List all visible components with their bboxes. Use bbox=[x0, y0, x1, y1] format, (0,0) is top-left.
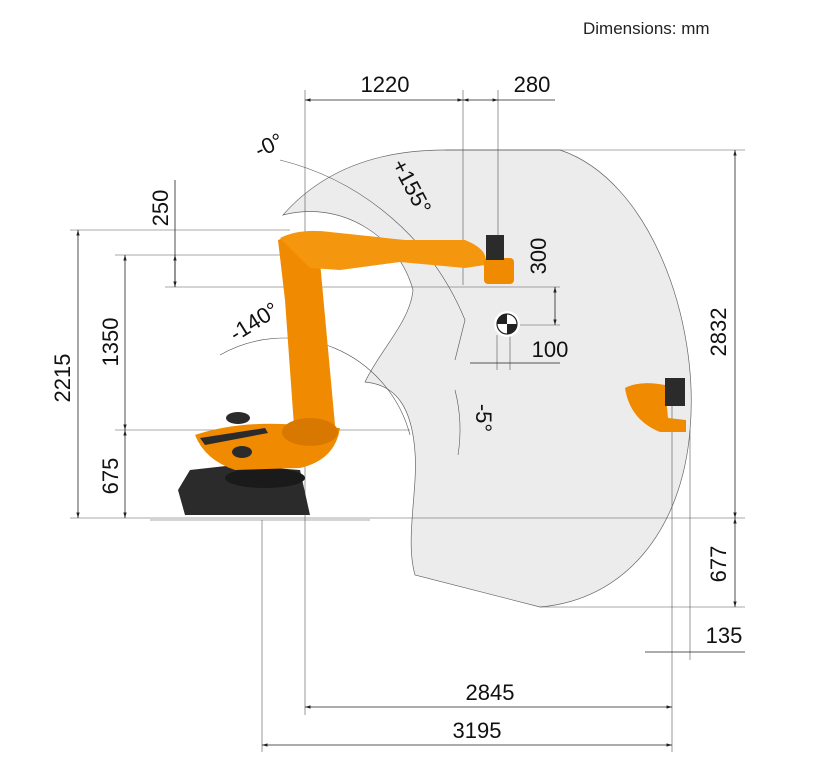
dim-3195: 3195 bbox=[453, 718, 502, 743]
reference-lines bbox=[70, 90, 745, 752]
dim-675: 675 bbox=[98, 458, 123, 495]
units-note: Dimensions: mm bbox=[583, 19, 710, 38]
dim-250: 250 bbox=[148, 190, 173, 227]
angle-label-minus-5: -5° bbox=[471, 404, 496, 432]
robot-tool-motor bbox=[486, 235, 504, 260]
dim-2845: 2845 bbox=[466, 680, 515, 705]
work-envelope bbox=[281, 149, 692, 608]
dim-677: 677 bbox=[706, 546, 731, 583]
dim-2832: 2832 bbox=[706, 308, 731, 357]
dimension-lines bbox=[76, 98, 745, 747]
robot-wrist bbox=[484, 258, 514, 284]
angle-arc-a3 bbox=[219, 337, 411, 436]
dim-135: 135 bbox=[706, 623, 743, 648]
dim-300: 300 bbox=[526, 238, 551, 275]
tcp-symbol bbox=[494, 311, 520, 337]
robot-upper-arm bbox=[280, 230, 486, 270]
robot-wrist-low-pose bbox=[625, 378, 686, 432]
angle-label-minus-140: -140° bbox=[225, 297, 283, 346]
dim-1350: 1350 bbox=[98, 318, 123, 367]
dim-100: 100 bbox=[532, 337, 569, 362]
angle-arc-a2 bbox=[279, 159, 466, 361]
angle-arc-a2-minus bbox=[454, 389, 461, 456]
dim-280: 280 bbox=[514, 72, 551, 97]
angle-label-minus-0: -0° bbox=[251, 128, 287, 163]
robot-lower-arm bbox=[278, 236, 335, 443]
robot-arm bbox=[178, 230, 514, 515]
dim-2215: 2215 bbox=[50, 354, 75, 403]
dim-1220: 1220 bbox=[361, 72, 410, 97]
